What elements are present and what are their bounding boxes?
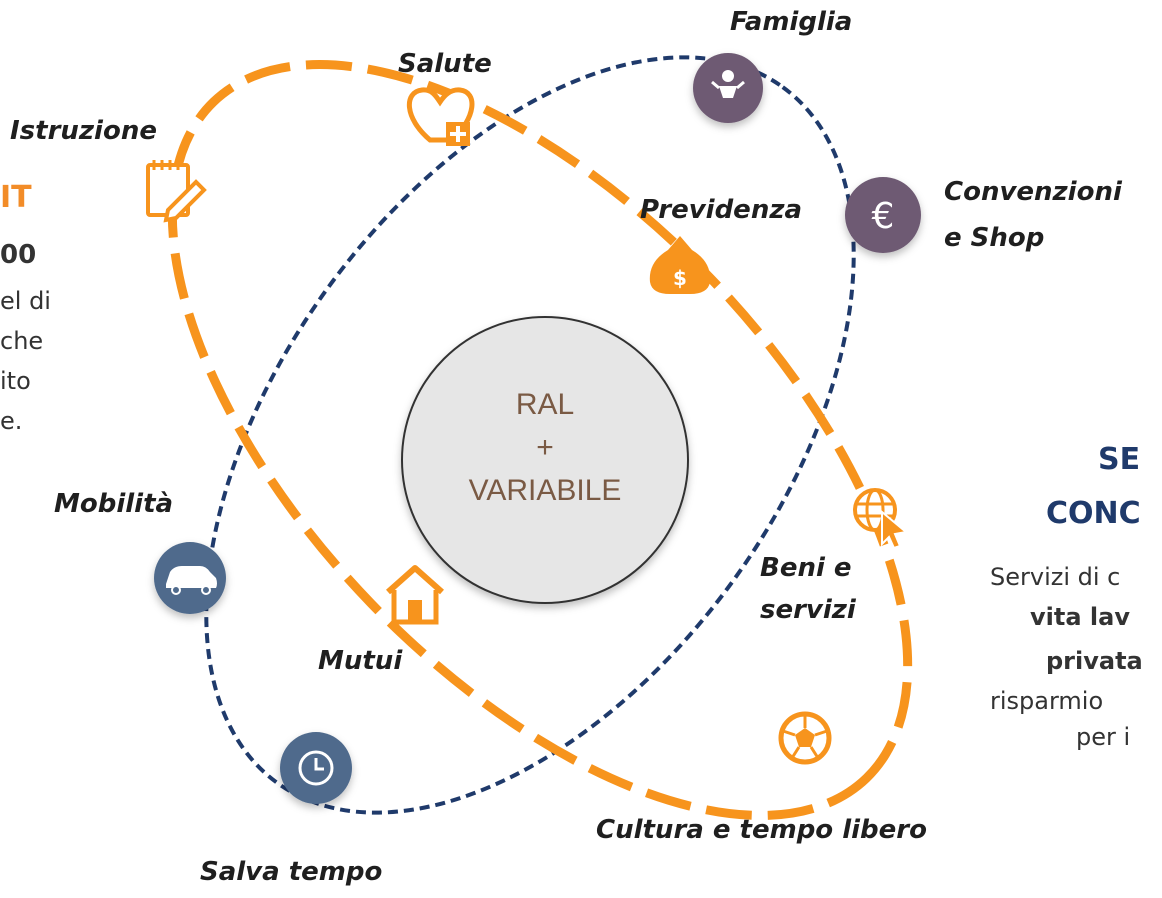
globe-cursor-icon[interactable] bbox=[853, 488, 909, 550]
svg-text:€: € bbox=[872, 196, 895, 237]
baby-icon[interactable] bbox=[693, 53, 763, 123]
label-salute: Salute bbox=[398, 49, 492, 79]
label-previdenza: Previdenza bbox=[640, 195, 803, 225]
left-panel-line-1: el di bbox=[0, 287, 51, 315]
center-circle bbox=[401, 316, 689, 604]
car-icon[interactable] bbox=[154, 542, 226, 614]
label-istruzione: Istruzione bbox=[10, 116, 157, 146]
right-panel-title-2: CONC bbox=[1046, 496, 1141, 531]
money-bag-icon[interactable]: $ bbox=[649, 236, 711, 294]
label-beni-1: Beni e bbox=[760, 553, 852, 583]
center-line-2: + bbox=[536, 431, 554, 464]
label-salva-tempo: Salva tempo bbox=[200, 857, 383, 887]
center-line-1: RAL bbox=[515, 388, 575, 421]
label-beni-2: servizi bbox=[760, 595, 856, 625]
left-panel-title: IT bbox=[0, 180, 32, 215]
navy-orbit bbox=[204, 55, 856, 815]
label-convenzioni-2: e Shop bbox=[944, 223, 1045, 253]
right-panel-line-3: privata bbox=[1046, 647, 1143, 675]
right-panel-line-1: Servizi di c bbox=[990, 563, 1121, 591]
clock-icon[interactable] bbox=[280, 732, 352, 804]
left-panel-amount: 00 bbox=[0, 240, 37, 270]
notepad-pencil-icon[interactable] bbox=[146, 160, 207, 223]
heart-plus-icon[interactable] bbox=[406, 87, 475, 146]
center-line-3: VARIABILE bbox=[468, 474, 622, 507]
right-panel-line-2: vita lav bbox=[1030, 603, 1130, 631]
left-panel-line-3: ito bbox=[0, 367, 31, 395]
right-panel-line-4: risparmio bbox=[990, 687, 1104, 715]
house-icon[interactable] bbox=[386, 565, 444, 625]
euro-icon[interactable]: € bbox=[845, 177, 921, 253]
label-mobilita: Mobilità bbox=[54, 489, 174, 519]
left-panel-line-4: e. bbox=[0, 407, 23, 435]
label-convenzioni-1: Convenzioni bbox=[944, 177, 1122, 207]
label-mutui: Mutui bbox=[318, 646, 403, 676]
right-panel-title-1: SE bbox=[1098, 442, 1141, 477]
label-cultura: Cultura e tempo libero bbox=[596, 815, 927, 845]
right-panel-line-5: per i bbox=[1076, 723, 1131, 751]
label-famiglia: Famiglia bbox=[730, 7, 853, 37]
svg-text:$: $ bbox=[673, 266, 687, 290]
left-panel-line-2: che bbox=[0, 327, 44, 355]
soccer-ball-icon[interactable] bbox=[778, 711, 832, 765]
